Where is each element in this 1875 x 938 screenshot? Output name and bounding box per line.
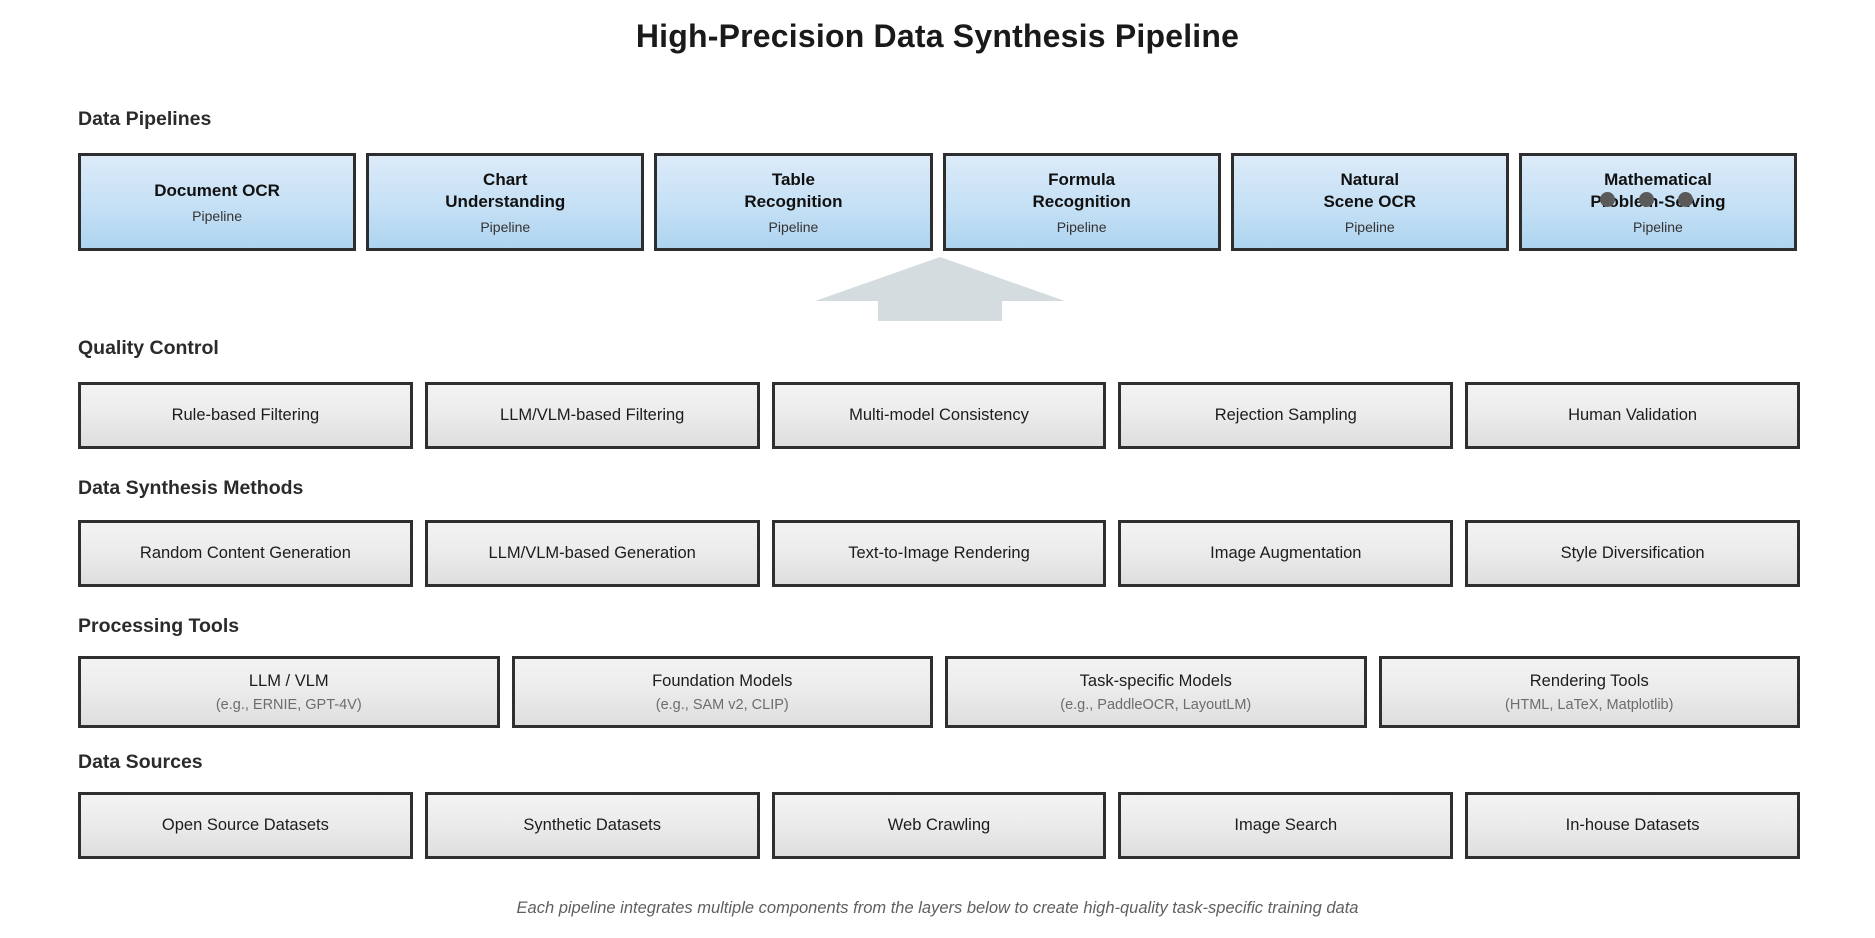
pipeline-card-natural-scene-ocr[interactable]: Natural Scene OCR Pipeline (1230, 153, 1509, 251)
synthesis-card-image-augmentation[interactable]: Image Augmentation (1118, 520, 1454, 587)
card-label: LLM/VLM-based Filtering (500, 406, 685, 425)
card-label: Text-to-Image Rendering (848, 544, 1030, 563)
card-sublabel: (e.g., PaddleOCR, LayoutLM) (1060, 696, 1252, 713)
ellipsis-dot (1639, 192, 1654, 207)
data-pipelines-row: Document OCR Pipeline Chart Understandin… (78, 153, 1798, 251)
data-sources-card-open-source-datasets[interactable]: Open Source Datasets (78, 792, 413, 859)
pipeline-card-mathematical-problem-solving[interactable]: Mathematical Problem-Solving Pipeline (1518, 153, 1798, 251)
section-heading-processing-tools: Processing Tools (78, 615, 240, 637)
section-heading-data-sources: Data Sources (78, 751, 203, 773)
card-label: Human Validation (1568, 406, 1698, 425)
pipeline-card-subtitle: Pipeline (1344, 219, 1395, 236)
card-sublabel: (HTML, LaTeX, Matplotlib) (1505, 696, 1674, 713)
pipeline-card-subtitle: Pipeline (1633, 219, 1683, 236)
card-label: Image Augmentation (1210, 544, 1362, 563)
processing-tools-card-foundation-models[interactable]: Foundation Models (e.g., SAM v2, CLIP) (511, 656, 933, 728)
quality-control-card-human-validation[interactable]: Human Validation (1465, 382, 1800, 449)
quality-control-row: Rule-based Filtering LLM/VLM-based Filte… (78, 382, 1800, 449)
card-label: Open Source Datasets (161, 816, 329, 835)
pipeline-card-title: Natural Scene OCR (1323, 169, 1417, 211)
processing-tools-card-task-specific-models[interactable]: Task-specific Models (e.g., PaddleOCR, L… (945, 656, 1367, 728)
card-label: Multi-model Consistency (849, 406, 1029, 425)
data-sources-card-in-house-datasets[interactable]: In-house Datasets (1465, 792, 1800, 859)
card-sublabel: (e.g., SAM v2, CLIP) (655, 696, 789, 713)
synthesis-card-llm-vlm-based-generation[interactable]: LLM/VLM-based Generation (424, 520, 760, 587)
quality-control-card-rule-based-filtering[interactable]: Rule-based Filtering (78, 382, 413, 449)
more-pipelines-ellipsis-icon (1600, 192, 1693, 207)
pipeline-card-title: Formula Recognition (1032, 169, 1131, 211)
quality-control-card-llm-vlm-based-filtering[interactable]: LLM/VLM-based Filtering (424, 382, 760, 449)
quality-control-card-rejection-sampling[interactable]: Rejection Sampling (1118, 382, 1454, 449)
pipeline-card-title: Document OCR (154, 180, 280, 200)
synthesis-card-random-content-generation[interactable]: Random Content Generation (78, 520, 413, 587)
pipeline-card-chart-understanding[interactable]: Chart Understanding Pipeline (366, 153, 645, 251)
card-sublabel: (e.g., ERNIE, GPT-4V) (215, 696, 362, 713)
pipeline-card-title: Table Recognition (744, 169, 843, 211)
synthesis-card-style-diversification[interactable]: Style Diversification (1465, 520, 1800, 587)
card-label: Rule-based Filtering (171, 406, 320, 425)
pipeline-card-title: Chart Understanding (445, 169, 566, 211)
card-label: LLM / VLM (248, 672, 329, 691)
ellipsis-dot (1600, 192, 1615, 207)
card-label: Rejection Sampling (1214, 406, 1357, 425)
section-heading-quality-control: Quality Control (78, 337, 219, 359)
pipeline-card-subtitle: Pipeline (192, 208, 242, 225)
processing-tools-card-llm-vlm[interactable]: LLM / VLM (e.g., ERNIE, GPT-4V) (78, 656, 500, 728)
card-label: In-house Datasets (1565, 816, 1700, 835)
upward-arrow-icon (815, 257, 1065, 321)
processing-tools-row: LLM / VLM (e.g., ERNIE, GPT-4V) Foundati… (78, 656, 1800, 728)
card-label: Task-specific Models (1079, 672, 1232, 691)
card-label: Rendering Tools (1529, 672, 1649, 691)
data-synthesis-methods-row: Random Content Generation LLM/VLM-based … (78, 520, 1800, 587)
data-sources-card-image-search[interactable]: Image Search (1118, 792, 1454, 859)
ellipsis-dot (1678, 192, 1693, 207)
quality-control-card-multi-model-consistency[interactable]: Multi-model Consistency (771, 382, 1107, 449)
section-heading-data-synthesis-methods: Data Synthesis Methods (78, 477, 304, 499)
synthesis-card-text-to-image-rendering[interactable]: Text-to-Image Rendering (771, 520, 1107, 587)
card-label: Synthetic Datasets (523, 816, 661, 835)
section-heading-data-pipelines: Data Pipelines (78, 108, 212, 130)
pipeline-card-subtitle: Pipeline (480, 219, 531, 236)
card-label: Random Content Generation (139, 544, 351, 563)
pipeline-card-document-ocr[interactable]: Document OCR Pipeline (78, 153, 357, 251)
pipeline-card-table-recognition[interactable]: Table Recognition Pipeline (654, 153, 933, 251)
processing-tools-card-rendering-tools[interactable]: Rendering Tools (HTML, LaTeX, Matplotlib… (1378, 656, 1800, 728)
data-sources-card-web-crawling[interactable]: Web Crawling (771, 792, 1107, 859)
card-label: Web Crawling (887, 816, 991, 835)
data-sources-row: Open Source Datasets Synthetic Datasets … (78, 792, 1800, 859)
data-sources-card-synthetic-datasets[interactable]: Synthetic Datasets (424, 792, 760, 859)
pipeline-card-subtitle: Pipeline (768, 219, 819, 236)
pipeline-card-subtitle: Pipeline (1056, 219, 1107, 236)
card-label: Foundation Models (652, 672, 793, 691)
card-label: LLM/VLM-based Generation (488, 544, 696, 563)
pipeline-card-formula-recognition[interactable]: Formula Recognition Pipeline (942, 153, 1221, 251)
card-label: Image Search (1234, 816, 1338, 835)
page-title: High-Precision Data Synthesis Pipeline (635, 18, 1240, 54)
card-label: Style Diversification (1560, 544, 1705, 563)
footer-caption: Each pipeline integrates multiple compon… (516, 899, 1359, 917)
